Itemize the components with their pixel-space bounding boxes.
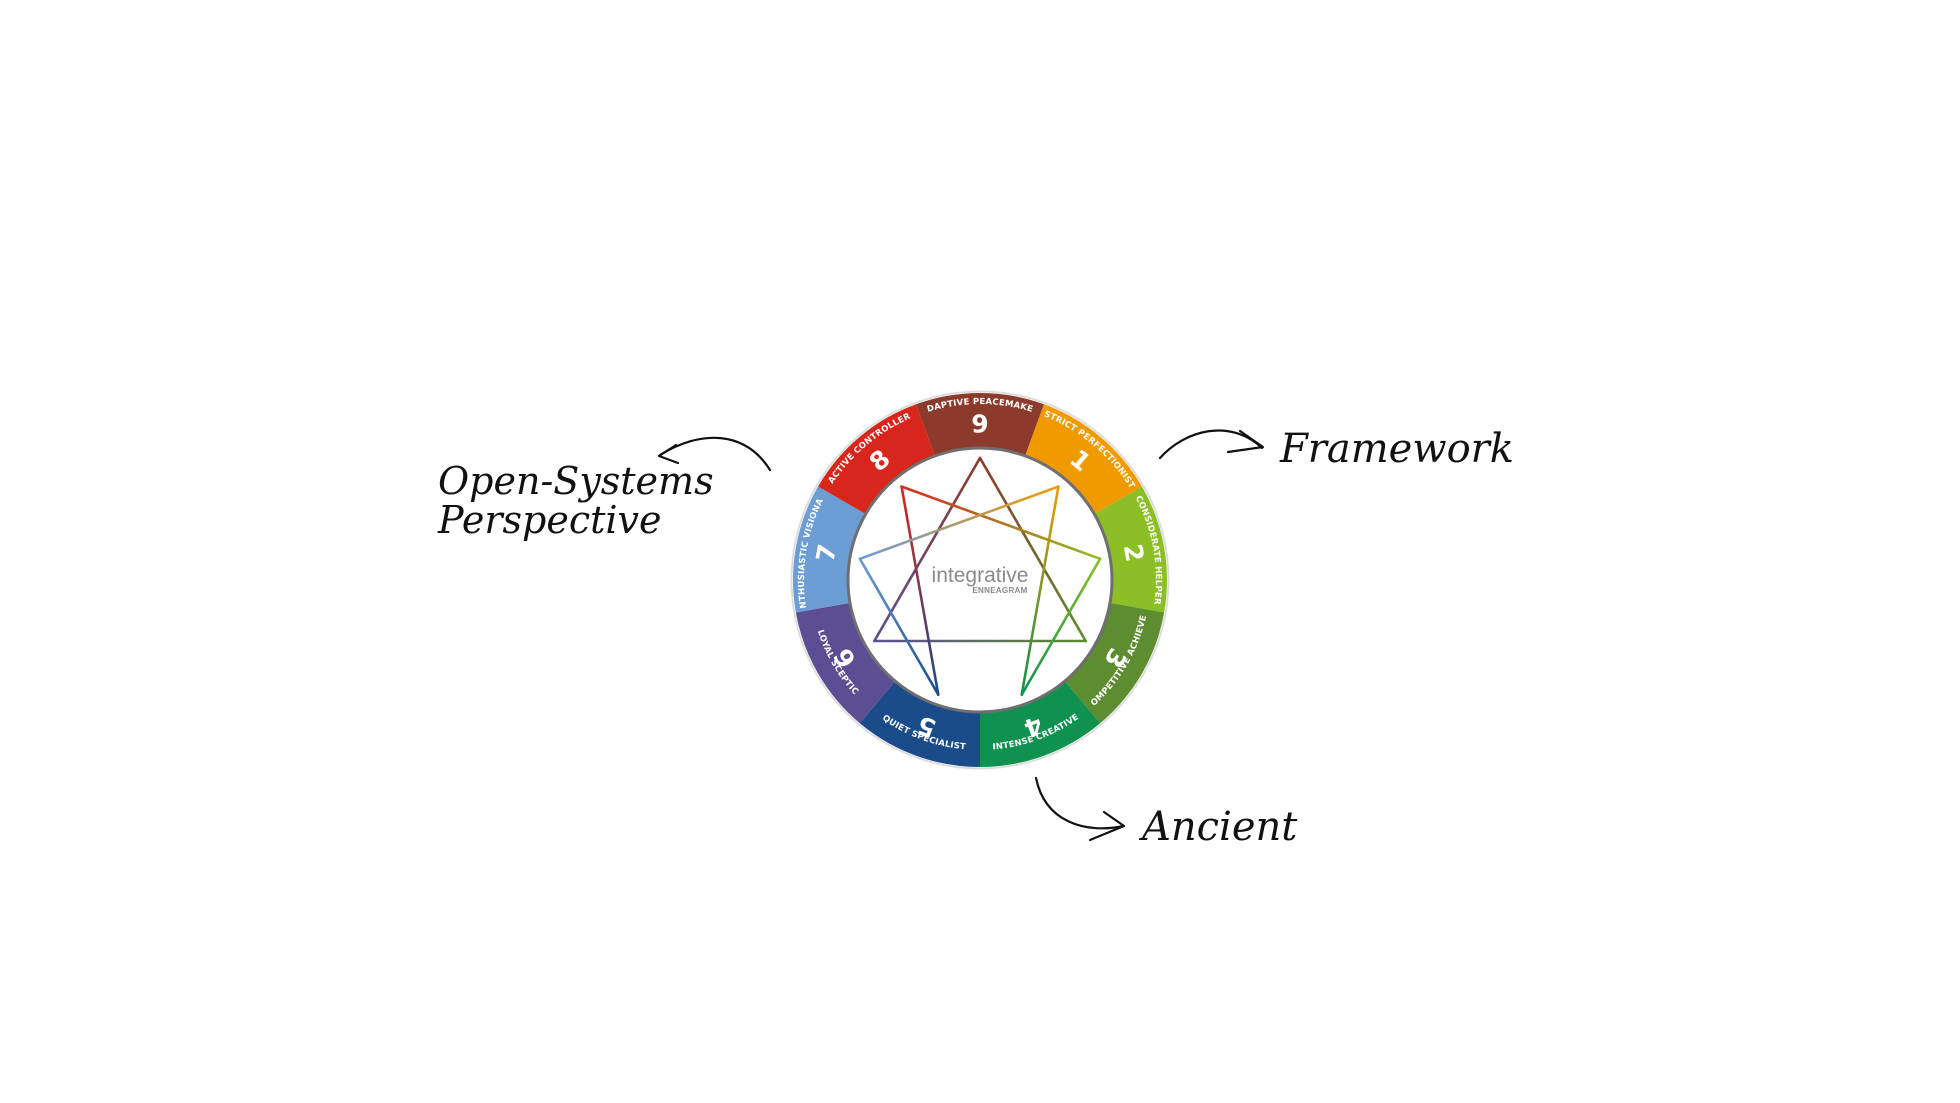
ring-segment-type-3 xyxy=(1064,602,1165,724)
logo-main-text: integrative xyxy=(932,564,1029,587)
figure-line-2-8 xyxy=(900,485,1102,561)
annotation-open-systems: Open-Systems Perspective xyxy=(437,436,772,542)
annotation-framework: Framework xyxy=(1158,426,1514,472)
arrowhead-framework-icon xyxy=(1226,429,1265,454)
figure-line-9-3 xyxy=(978,456,1087,643)
ring-segment-type-6 xyxy=(795,602,896,724)
inner-circle xyxy=(846,446,1114,714)
type-label-7: ENTHUSIASTIC VISIONARY xyxy=(0,0,826,609)
figure-line-4-2 xyxy=(1020,557,1102,696)
type-number-7: 7 xyxy=(811,542,843,564)
type-number-9: 9 xyxy=(971,410,988,439)
type-number-2: 2 xyxy=(1118,542,1150,564)
arrowhead-ancient-icon xyxy=(1088,810,1126,842)
ring-segment-type-4 xyxy=(980,681,1101,767)
figure-line-7-1 xyxy=(858,485,1060,561)
arrowhead-open-systems-icon xyxy=(657,443,680,465)
figure-line-5-7 xyxy=(858,557,940,696)
figure-line-6-9 xyxy=(873,456,982,643)
enneagram-figure xyxy=(858,456,1102,696)
label-perspective: Perspective xyxy=(437,498,662,542)
figure-line-8-5 xyxy=(900,485,940,696)
ring-segment-type-5 xyxy=(859,681,980,767)
type-label-9: ADAPTIVE PEACEMAKER xyxy=(0,0,1034,415)
ring-segment-type-8 xyxy=(818,404,935,514)
label-open-systems: Open-Systems xyxy=(438,459,714,503)
label-framework: Framework xyxy=(1279,426,1514,472)
figure-line-1-4 xyxy=(1020,485,1060,696)
label-ancient: Ancient xyxy=(1138,804,1298,850)
integrative-enneagram-logo: integrative ENNEAGRAM xyxy=(932,564,1029,595)
ring-segment-type-9 xyxy=(916,393,1044,456)
arrow-ancient-icon xyxy=(1034,776,1126,830)
annotation-ancient: Ancient xyxy=(1034,776,1298,850)
logo-sub-text: ENNEAGRAM xyxy=(972,586,1027,595)
ring-segment-type-1 xyxy=(1025,404,1142,514)
ring-outer-border xyxy=(790,390,1170,770)
